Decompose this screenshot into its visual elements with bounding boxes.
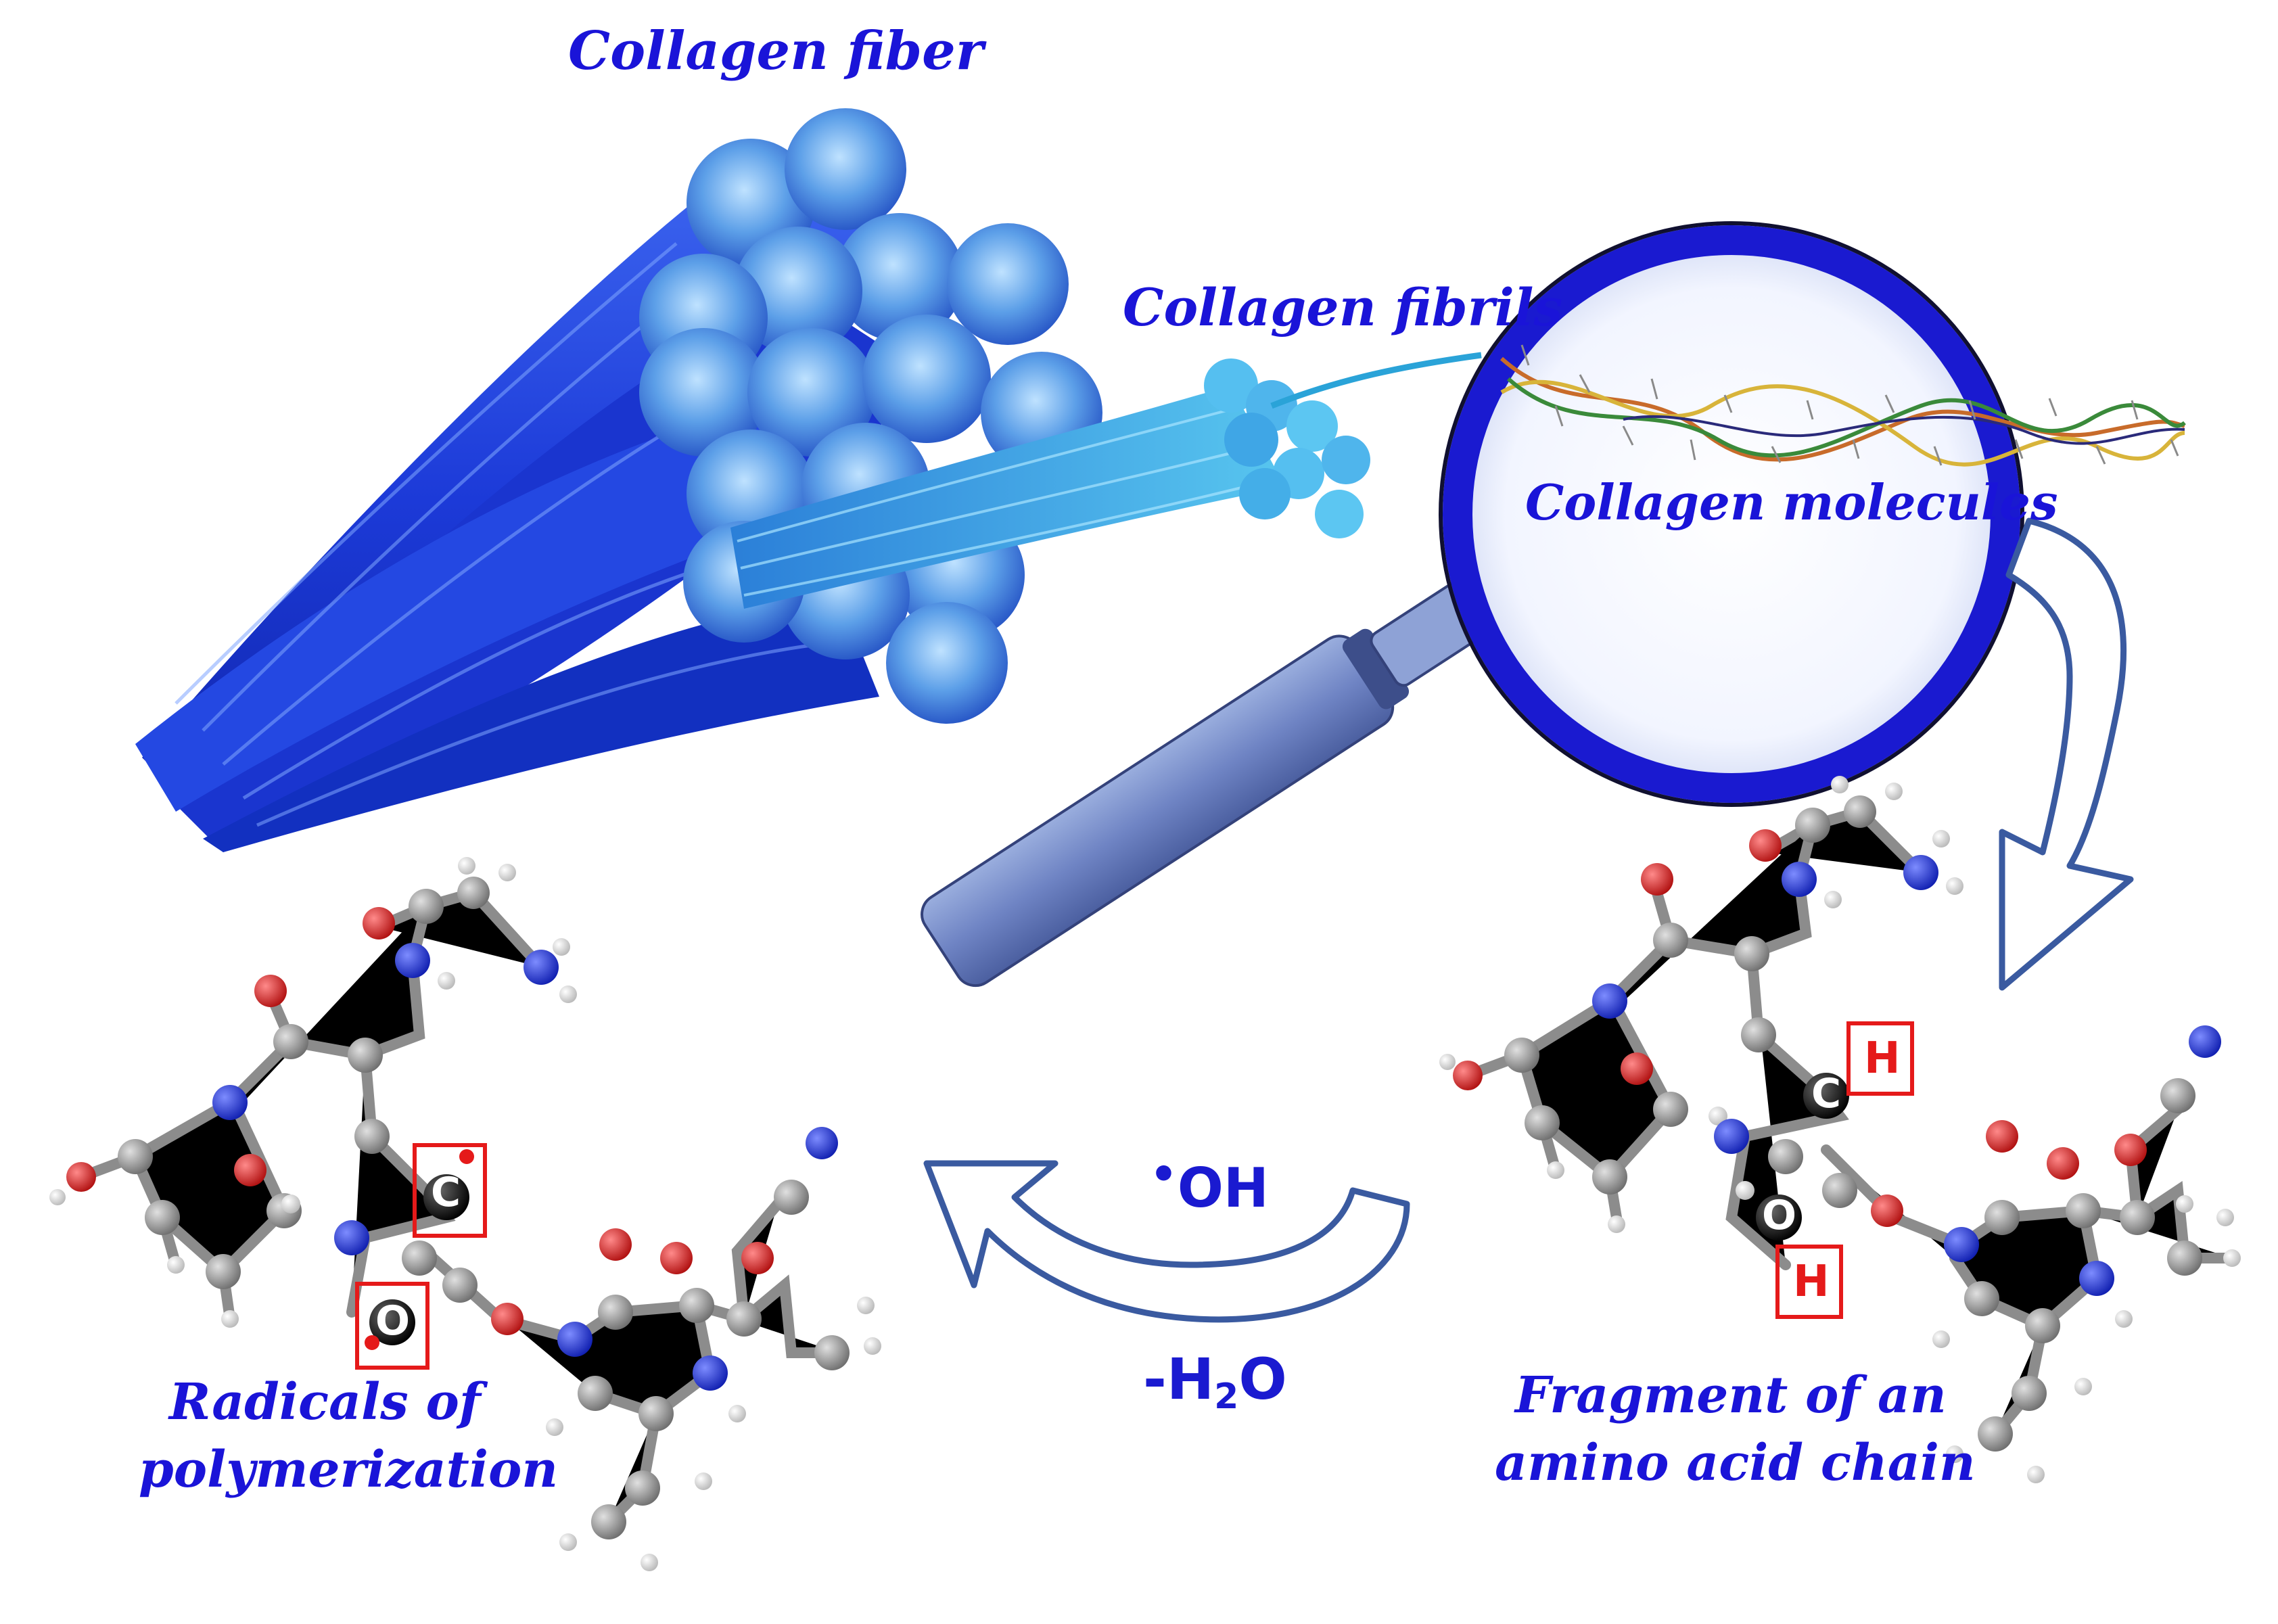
hydroxyl-text: OH [1177,1157,1269,1220]
highlight-box-hydrogen-bottom [1775,1245,1843,1319]
collagen-fibrils-bundle [730,352,1482,609]
atom-label-carbon-radical: C [431,1169,461,1216]
highlight-box-carbon-radical [413,1143,487,1238]
collagen-fiber-bundle [135,108,1102,852]
water-loss-label: -H2O [1143,1346,1287,1417]
label-radicals-line1: Radicals of [169,1373,481,1431]
water-prefix: -H [1143,1346,1215,1412]
label-fragment-line2: amino acid chain [1495,1434,1976,1492]
atoms-right [1439,776,2241,1483]
fibril-end-caps [1204,358,1370,538]
collagen-molecule-helix [1500,344,2186,467]
oxygen-radical [369,1299,415,1345]
atoms-left [49,857,881,1571]
molecule-amino-acid-fragment [1439,776,2241,1483]
water-subscript: 2 [1214,1376,1239,1417]
atom-label-oxygen: O [1762,1192,1797,1239]
radical-dot: • [1150,1150,1178,1200]
carbon-radical [423,1174,469,1220]
label-collagen-molecules: Collagen molecules [1525,473,2058,531]
water-suffix: O [1238,1346,1287,1412]
atom-label-carbon: C [1811,1070,1842,1117]
curved-arrow-down [1999,517,2134,991]
lens-ring [1443,225,2020,803]
label-collagen-fiber: Collagen fiber [568,20,983,82]
lens [1458,240,2005,788]
atom-label-hydrogen-top: H [1864,1034,1901,1084]
molecule-radicals [49,857,881,1571]
radical-electron-dot [459,1149,474,1164]
curved-arrow-left [923,1160,1410,1323]
highlight-box-hydrogen-top [1846,1021,1914,1096]
label-radicals-line2: polymerization [139,1441,559,1499]
label-collagen-fibrils: Collagen fibrils [1123,277,1563,338]
magnifying-glass [921,221,2024,988]
atom-label-hydrogen-bottom: H [1793,1257,1830,1307]
hydroxyl-radical-label: •OH [1150,1150,1269,1220]
atom-label-oxygen-radical: O [375,1297,411,1345]
radical-electron-dot [365,1335,379,1350]
label-fragment-line1: Fragment of an [1515,1366,1947,1424]
oxygen-hydroxyl-site [1756,1194,1802,1240]
carbon-radical-site [1803,1073,1849,1119]
highlight-box-oxygen-radical [355,1282,429,1370]
